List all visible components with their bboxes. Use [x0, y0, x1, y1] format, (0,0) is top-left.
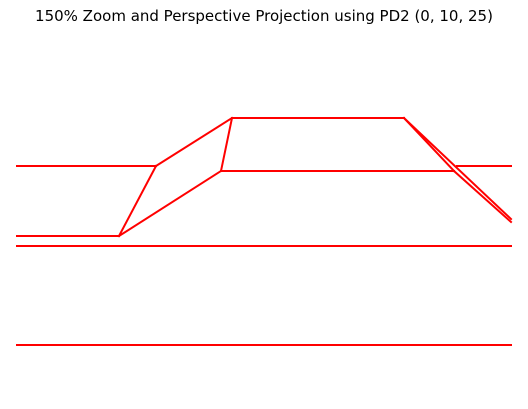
right-inner-slope-edge: [402, 116, 456, 173]
right-outer-slope-edge: [402, 116, 513, 221]
figure-title: 150% Zoom and Perspective Projection usi…: [35, 7, 493, 25]
left-lower-slope-edge: [117, 169, 223, 238]
left-upper-slope-edge: [154, 116, 234, 168]
right-lower-slope-edge: [452, 169, 513, 224]
left-vertical-edge: [117, 164, 158, 238]
inner-connector-edge: [219, 116, 234, 173]
